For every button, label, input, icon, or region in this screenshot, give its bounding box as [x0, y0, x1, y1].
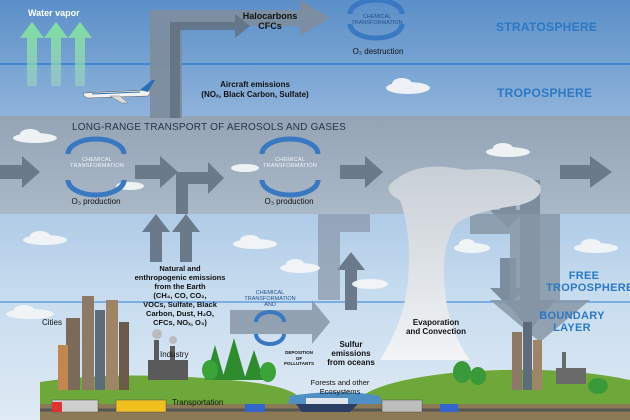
horizontal-transport-arrows [0, 156, 612, 188]
water-vapor-label: Water vapor [28, 8, 80, 18]
city-skyline-left [58, 296, 129, 390]
sulfur-emissions-label: Sulfur emissions from oceans [327, 340, 375, 367]
chem-transformation-mid-label: CHEMICAL TRANSFORMATION [263, 157, 318, 169]
sulfur-column [318, 214, 370, 300]
halocarbons-label: Halocarbons CFCs [242, 11, 298, 31]
city-skyline-right [512, 322, 586, 390]
ozone-production-left-label: O₃ production [71, 197, 121, 206]
chem-transformation-low-label: CHEMICAL TRANSFORMATION AND [244, 290, 296, 308]
industry-label: Industry [160, 350, 189, 359]
water-vapor-arrows [20, 22, 92, 86]
vehicles [51, 399, 458, 413]
emission-arrows [142, 214, 365, 310]
deposition-arrow [230, 300, 330, 344]
earth-emissions-label: Natural and enthropogenic emissions from… [134, 264, 226, 327]
clouds [6, 78, 618, 319]
up-right-arrow [176, 162, 224, 214]
evaporation-convection-label: Evaporation and Convection [405, 318, 466, 336]
right-vegetation [453, 361, 608, 394]
long-range-transport-label: LONG-RANGE TRANSPORT OF AEROSOLS AND GAS… [72, 122, 347, 133]
forests-ecosystems-label: Forests and other Ecosystems [310, 378, 370, 396]
ozone-production-mid-label: O₃ production [264, 197, 314, 206]
chem-transformation-left-label: CHEMICAL TRANSFORMATION [70, 157, 125, 169]
chemical-cycle-icon-low [254, 310, 286, 346]
chemical-cycle-icon-mid [259, 136, 321, 198]
industry-icon [148, 329, 188, 380]
convection-cloud [380, 166, 541, 360]
airplane-icon [83, 80, 155, 104]
forest-icon [202, 338, 276, 382]
free-troposphere-label: FREE TROPOSPHERE [546, 270, 630, 294]
troposphere-label: TROPOSPHERE [497, 86, 593, 100]
deposition-arrow-right [470, 214, 590, 342]
transportation-label: Transportation [172, 398, 224, 407]
ship-icon [296, 398, 358, 412]
stratosphere-label: STRATOSPHERE [496, 20, 598, 34]
ozone-destruction-label: O₃ destruction [352, 47, 404, 56]
inner-up-arrow [170, 14, 250, 118]
cities-label: Cities [42, 318, 63, 327]
aircraft-emissions-label: Aircraft emissions (NOₓ, Black Carbon, S… [201, 80, 309, 99]
chemical-cycle-icon-left [65, 136, 127, 198]
boundary-layer-label: BOUNDARY LAYER [539, 310, 605, 334]
chem-transformation-top-label: CHEMICAL TRANSFORMATION [351, 14, 403, 26]
deposition-label: DEPOSITION OF POLLUTANTS [284, 350, 314, 366]
chemical-cycle-icon-top [347, 0, 405, 41]
